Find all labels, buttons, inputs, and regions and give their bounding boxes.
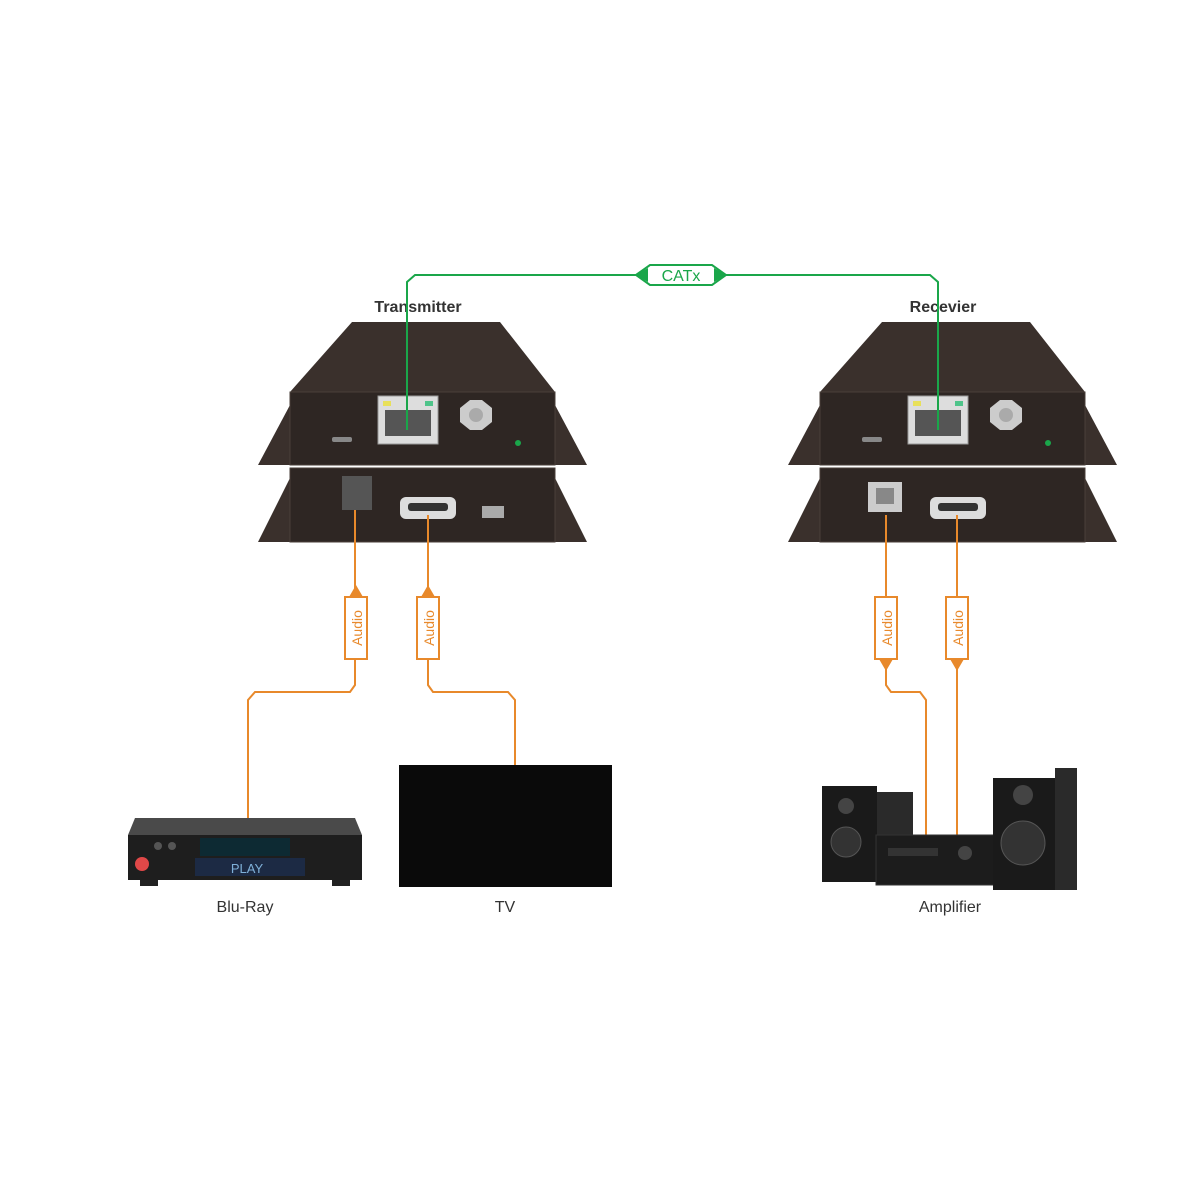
transmitter-device [257, 321, 588, 543]
bluray-screen-text: PLAY [231, 861, 264, 876]
bluray-label: Blu-Ray [217, 899, 274, 916]
svg-text:Audio: Audio [349, 610, 365, 646]
tv [399, 765, 612, 887]
amplifier [822, 768, 1077, 890]
audio-label-2: Audio [416, 585, 440, 660]
catx-text: CATx [662, 268, 701, 285]
receiver-device [787, 321, 1118, 543]
tv-label: TV [495, 899, 516, 916]
bluray-player: PLAY [128, 818, 362, 886]
audio-label-3: Audio [874, 596, 898, 671]
catx-label: CATx [634, 264, 728, 286]
audio-label-1: Audio [344, 585, 368, 660]
receiver-label: Recevier [910, 299, 977, 316]
svg-text:Audio: Audio [421, 610, 437, 646]
svg-text:Audio: Audio [879, 610, 895, 646]
audio-label-4: Audio [945, 596, 969, 671]
amplifier-label: Amplifier [919, 899, 982, 916]
svg-text:Audio: Audio [950, 610, 966, 646]
transmitter-label: Transmitter [374, 299, 461, 316]
